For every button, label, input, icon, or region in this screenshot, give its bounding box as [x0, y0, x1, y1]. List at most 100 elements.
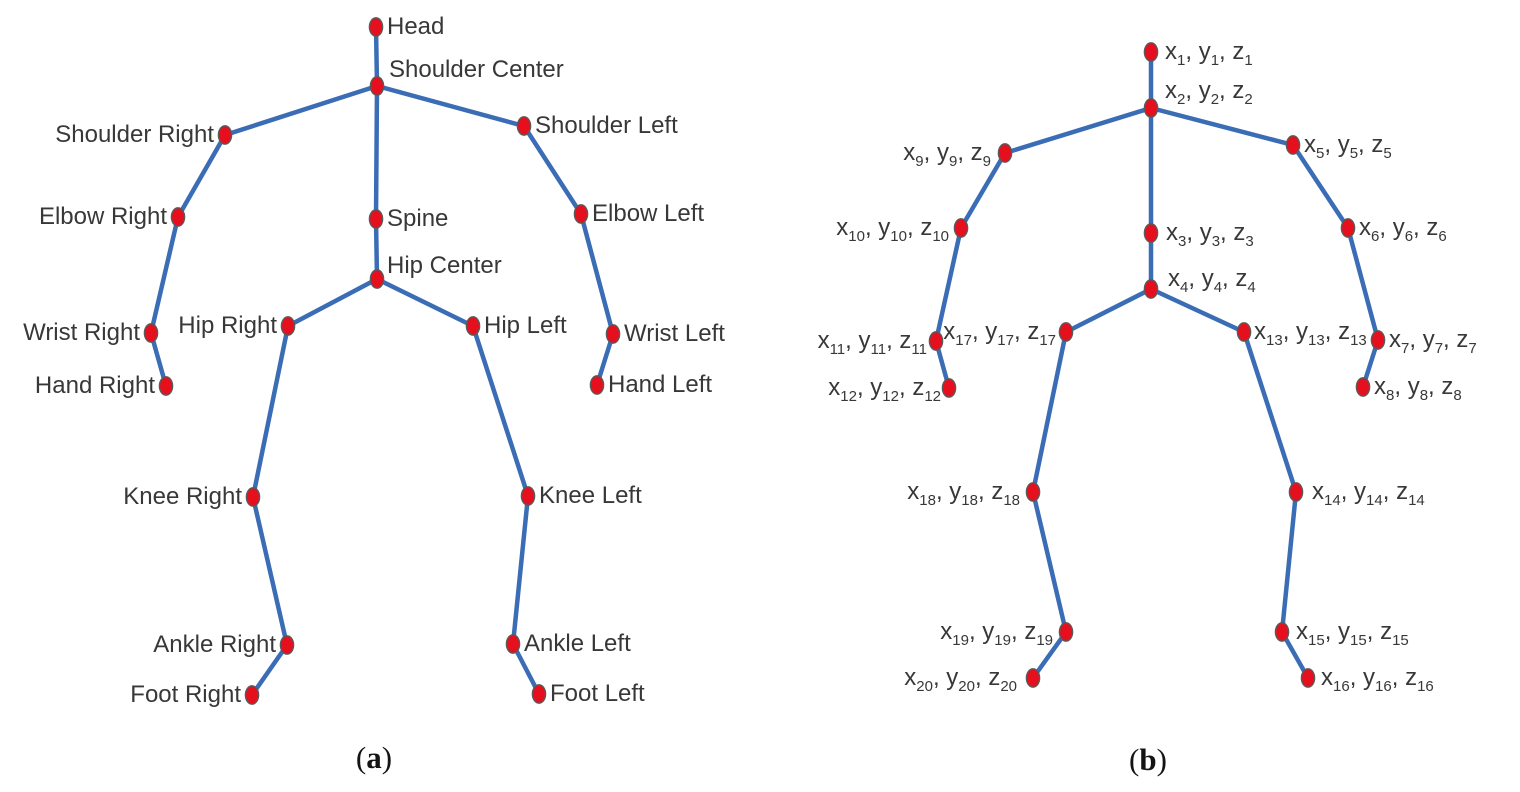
a-bone-hip_left-knee_left — [470, 323, 531, 499]
a-bone-shoulder_center-shoulder_left — [374, 83, 527, 129]
b-joint-dot-j16 — [1300, 668, 1316, 688]
a-joint-dot-wrist_left — [605, 324, 621, 344]
a-bone-shoulder_center-shoulder_right — [222, 83, 380, 138]
b-joint-dot-j14 — [1288, 482, 1304, 502]
a-joint-label-elbow_right: Elbow Right — [38, 203, 167, 230]
a-joint-dot-shoulder_right — [217, 125, 233, 145]
caption-b: (b) — [1129, 742, 1167, 778]
b-bone-j10-j11 — [933, 225, 964, 344]
a-joint-label-head: Head — [387, 13, 445, 40]
a-bone-hip_right-knee_right — [250, 323, 291, 500]
b-bone-j6-j7 — [1345, 225, 1381, 343]
b-joint-label-j10: x10, y10, z10 — [836, 214, 949, 245]
a-joint-dot-hand_right — [158, 376, 174, 396]
a-joint-label-foot_left: Foot Left — [550, 680, 645, 707]
a-joint-label-hip_center: Hip Center — [387, 252, 502, 279]
caption-b-close-paren: ) — [1156, 742, 1167, 777]
caption-a-letter: a — [366, 740, 382, 775]
b-joint-dot-j8 — [1355, 377, 1371, 397]
a-joint-dot-hand_left — [589, 375, 605, 395]
a-joint-dot-wrist_right — [143, 323, 159, 343]
b-bone-j2-j9 — [1002, 105, 1154, 156]
a-joint-dot-ankle_right — [279, 635, 295, 655]
b-joint-label-j9: x9, y9, z9 — [903, 139, 991, 170]
a-bone-spine-hip_center — [373, 216, 380, 282]
a-joint-dot-shoulder_center — [369, 76, 385, 96]
a-bone-shoulder_right-elbow_right — [175, 132, 228, 220]
b-joint-dot-j2 — [1143, 98, 1159, 118]
a-bone-shoulder_center-spine — [373, 83, 380, 222]
b-joint-label-j17: x17, y17, z17 — [943, 318, 1056, 349]
a-bone-elbow_left-wrist_left — [578, 211, 616, 337]
caption-b-open-paren: ( — [1129, 742, 1140, 777]
b-joint-label-j18: x18, y18, z18 — [907, 478, 1020, 509]
a-bone-shoulder_left-elbow_left — [521, 123, 584, 217]
a-joint-dot-hip_center — [369, 269, 385, 289]
a-bone-knee_left-ankle_left — [510, 493, 531, 647]
b-joint-dot-j9 — [997, 143, 1013, 163]
b-joint-label-j20: x20, y20, z20 — [904, 664, 1017, 695]
a-bone-ankle_left-foot_left — [510, 641, 542, 697]
b-joint-label-j8: x8, y8, z8 — [1374, 373, 1462, 404]
b-joint-label-j4: x4, y4, z4 — [1168, 265, 1256, 296]
a-joint-dot-spine — [368, 209, 384, 229]
a-joint-label-spine: Spine — [387, 205, 449, 232]
b-joint-label-j2: x2, y2, z2 — [1165, 77, 1253, 108]
a-joint-dot-head — [368, 17, 384, 37]
a-joint-label-shoulder_center: Shoulder Center — [389, 56, 564, 83]
b-joint-dot-j11 — [928, 331, 944, 351]
a-joint-dot-elbow_right — [170, 207, 186, 227]
a-joint-label-ankle_right: Ankle Right — [153, 631, 276, 658]
a-bone-knee_right-ankle_right — [250, 494, 290, 648]
b-bone-j19-j20 — [1030, 629, 1069, 681]
b-bone-j9-j10 — [958, 150, 1008, 231]
b-bone-j2-j5 — [1148, 105, 1296, 148]
b-joint-label-j14: x14, y14, z14 — [1312, 478, 1425, 509]
b-joint-label-j5: x5, y5, z5 — [1304, 131, 1392, 162]
a-bone-hip_center-hip_right — [285, 276, 380, 329]
b-joint-dot-j4 — [1143, 279, 1159, 299]
b-joint-label-j13: x13, y13, z13 — [1254, 318, 1367, 349]
caption-a-open-paren: ( — [355, 740, 367, 775]
a-joint-dot-hip_right — [280, 316, 296, 336]
a-joint-dot-foot_right — [244, 685, 260, 705]
a-joint-label-hip_right: Hip Right — [178, 312, 277, 339]
a-joint-label-hand_left: Hand Left — [608, 371, 713, 398]
b-joint-label-j7: x7, y7, z7 — [1389, 326, 1477, 357]
a-joint-label-knee_right: Knee Right — [123, 483, 242, 510]
b-joint-dot-j13 — [1236, 322, 1252, 342]
b-joint-dot-j19 — [1058, 622, 1074, 642]
a-joint-label-ankle_left: Ankle Left — [524, 630, 631, 657]
b-joint-dot-j6 — [1340, 218, 1356, 238]
a-joint-dot-knee_right — [245, 487, 261, 507]
a-bone-elbow_right-wrist_right — [148, 214, 181, 336]
a-joint-dot-shoulder_left — [516, 116, 532, 136]
a-joint-dot-foot_left — [531, 684, 547, 704]
b-joint-dot-j20 — [1025, 668, 1041, 688]
b-joint-label-j11: x11, y11, z11 — [817, 327, 927, 358]
a-joint-label-wrist_left: Wrist Left — [624, 320, 725, 347]
a-joint-label-foot_right: Foot Right — [130, 681, 241, 708]
a-joint-label-wrist_right: Wrist Right — [23, 319, 140, 346]
b-joint-label-j12: x12, y12, z12 — [828, 374, 941, 405]
b-joint-dot-j15 — [1274, 622, 1290, 642]
b-bone-j14-j15 — [1279, 489, 1299, 635]
a-joint-dot-knee_left — [520, 486, 536, 506]
a-joint-label-shoulder_right: Shoulder Right — [55, 121, 214, 148]
b-joint-label-j6: x6, y6, z6 — [1359, 214, 1447, 245]
b-joint-label-j1: x1, y1, z1 — [1165, 38, 1253, 69]
a-joint-dot-elbow_left — [573, 204, 589, 224]
b-joint-label-j16: x16, y16, z16 — [1321, 664, 1434, 695]
a-joint-label-knee_left: Knee Left — [539, 482, 642, 509]
a-joint-label-shoulder_left: Shoulder Left — [535, 112, 678, 139]
b-bone-j4-j17 — [1063, 286, 1154, 335]
b-joint-label-j15: x15, y15, z15 — [1296, 618, 1409, 649]
a-bone-hip_center-hip_left — [374, 276, 476, 329]
caption-b-letter: b — [1139, 742, 1157, 777]
b-bone-j4-j13 — [1148, 286, 1247, 335]
b-joint-dot-j12 — [941, 378, 957, 398]
b-joint-dot-j3 — [1143, 223, 1159, 243]
b-joint-dot-j10 — [953, 218, 969, 238]
